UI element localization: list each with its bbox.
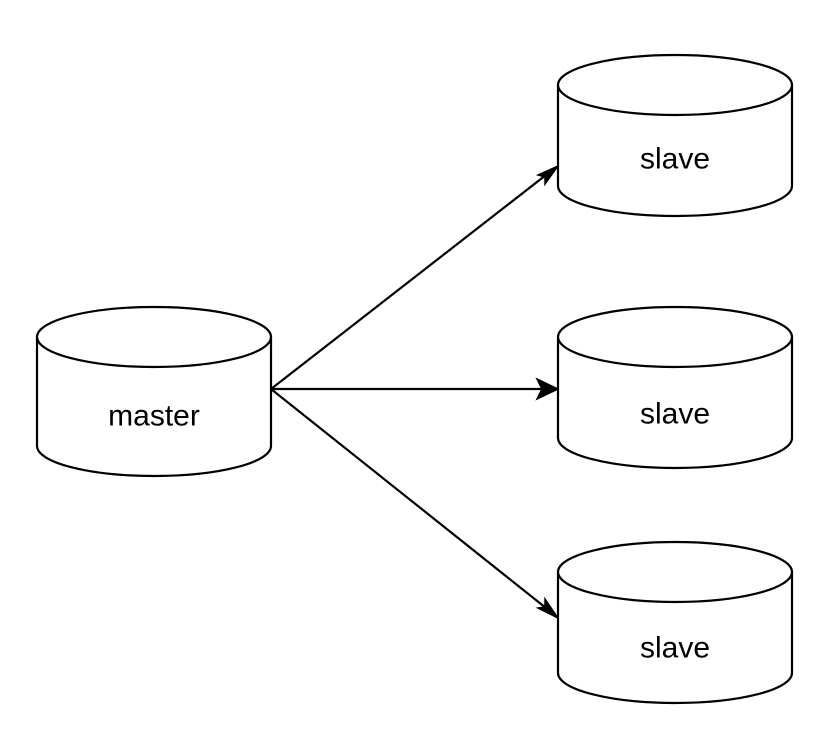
database-cylinder-icon xyxy=(35,337,273,478)
database-top xyxy=(556,305,794,369)
slave-database-top[interactable]: slave xyxy=(556,53,794,218)
edge-master-to-slave-top[interactable] xyxy=(270,164,561,390)
arrowhead-icon xyxy=(535,596,561,620)
database-top xyxy=(556,540,794,604)
arrowhead-icon xyxy=(535,164,561,187)
edge-master-to-slave-bottom[interactable] xyxy=(270,388,561,620)
database-cylinder-icon xyxy=(556,337,794,470)
database-top xyxy=(35,305,273,369)
slave-bottom-label: slave xyxy=(640,632,710,665)
slave-database-middle[interactable]: slave xyxy=(556,305,794,470)
edge-line xyxy=(270,174,547,390)
slave-database-bottom[interactable]: slave xyxy=(556,540,794,705)
edge-master-to-slave-middle[interactable] xyxy=(271,377,560,401)
database-cylinder-icon xyxy=(556,85,794,218)
master-label: master xyxy=(108,400,200,433)
database-cylinder-icon xyxy=(556,572,794,705)
edge-line xyxy=(270,388,547,609)
slave-top-label: slave xyxy=(640,143,710,176)
slave-middle-label: slave xyxy=(640,398,710,431)
arrowhead-icon xyxy=(535,377,560,401)
database-top xyxy=(556,53,794,117)
master-database[interactable]: master xyxy=(35,305,273,478)
